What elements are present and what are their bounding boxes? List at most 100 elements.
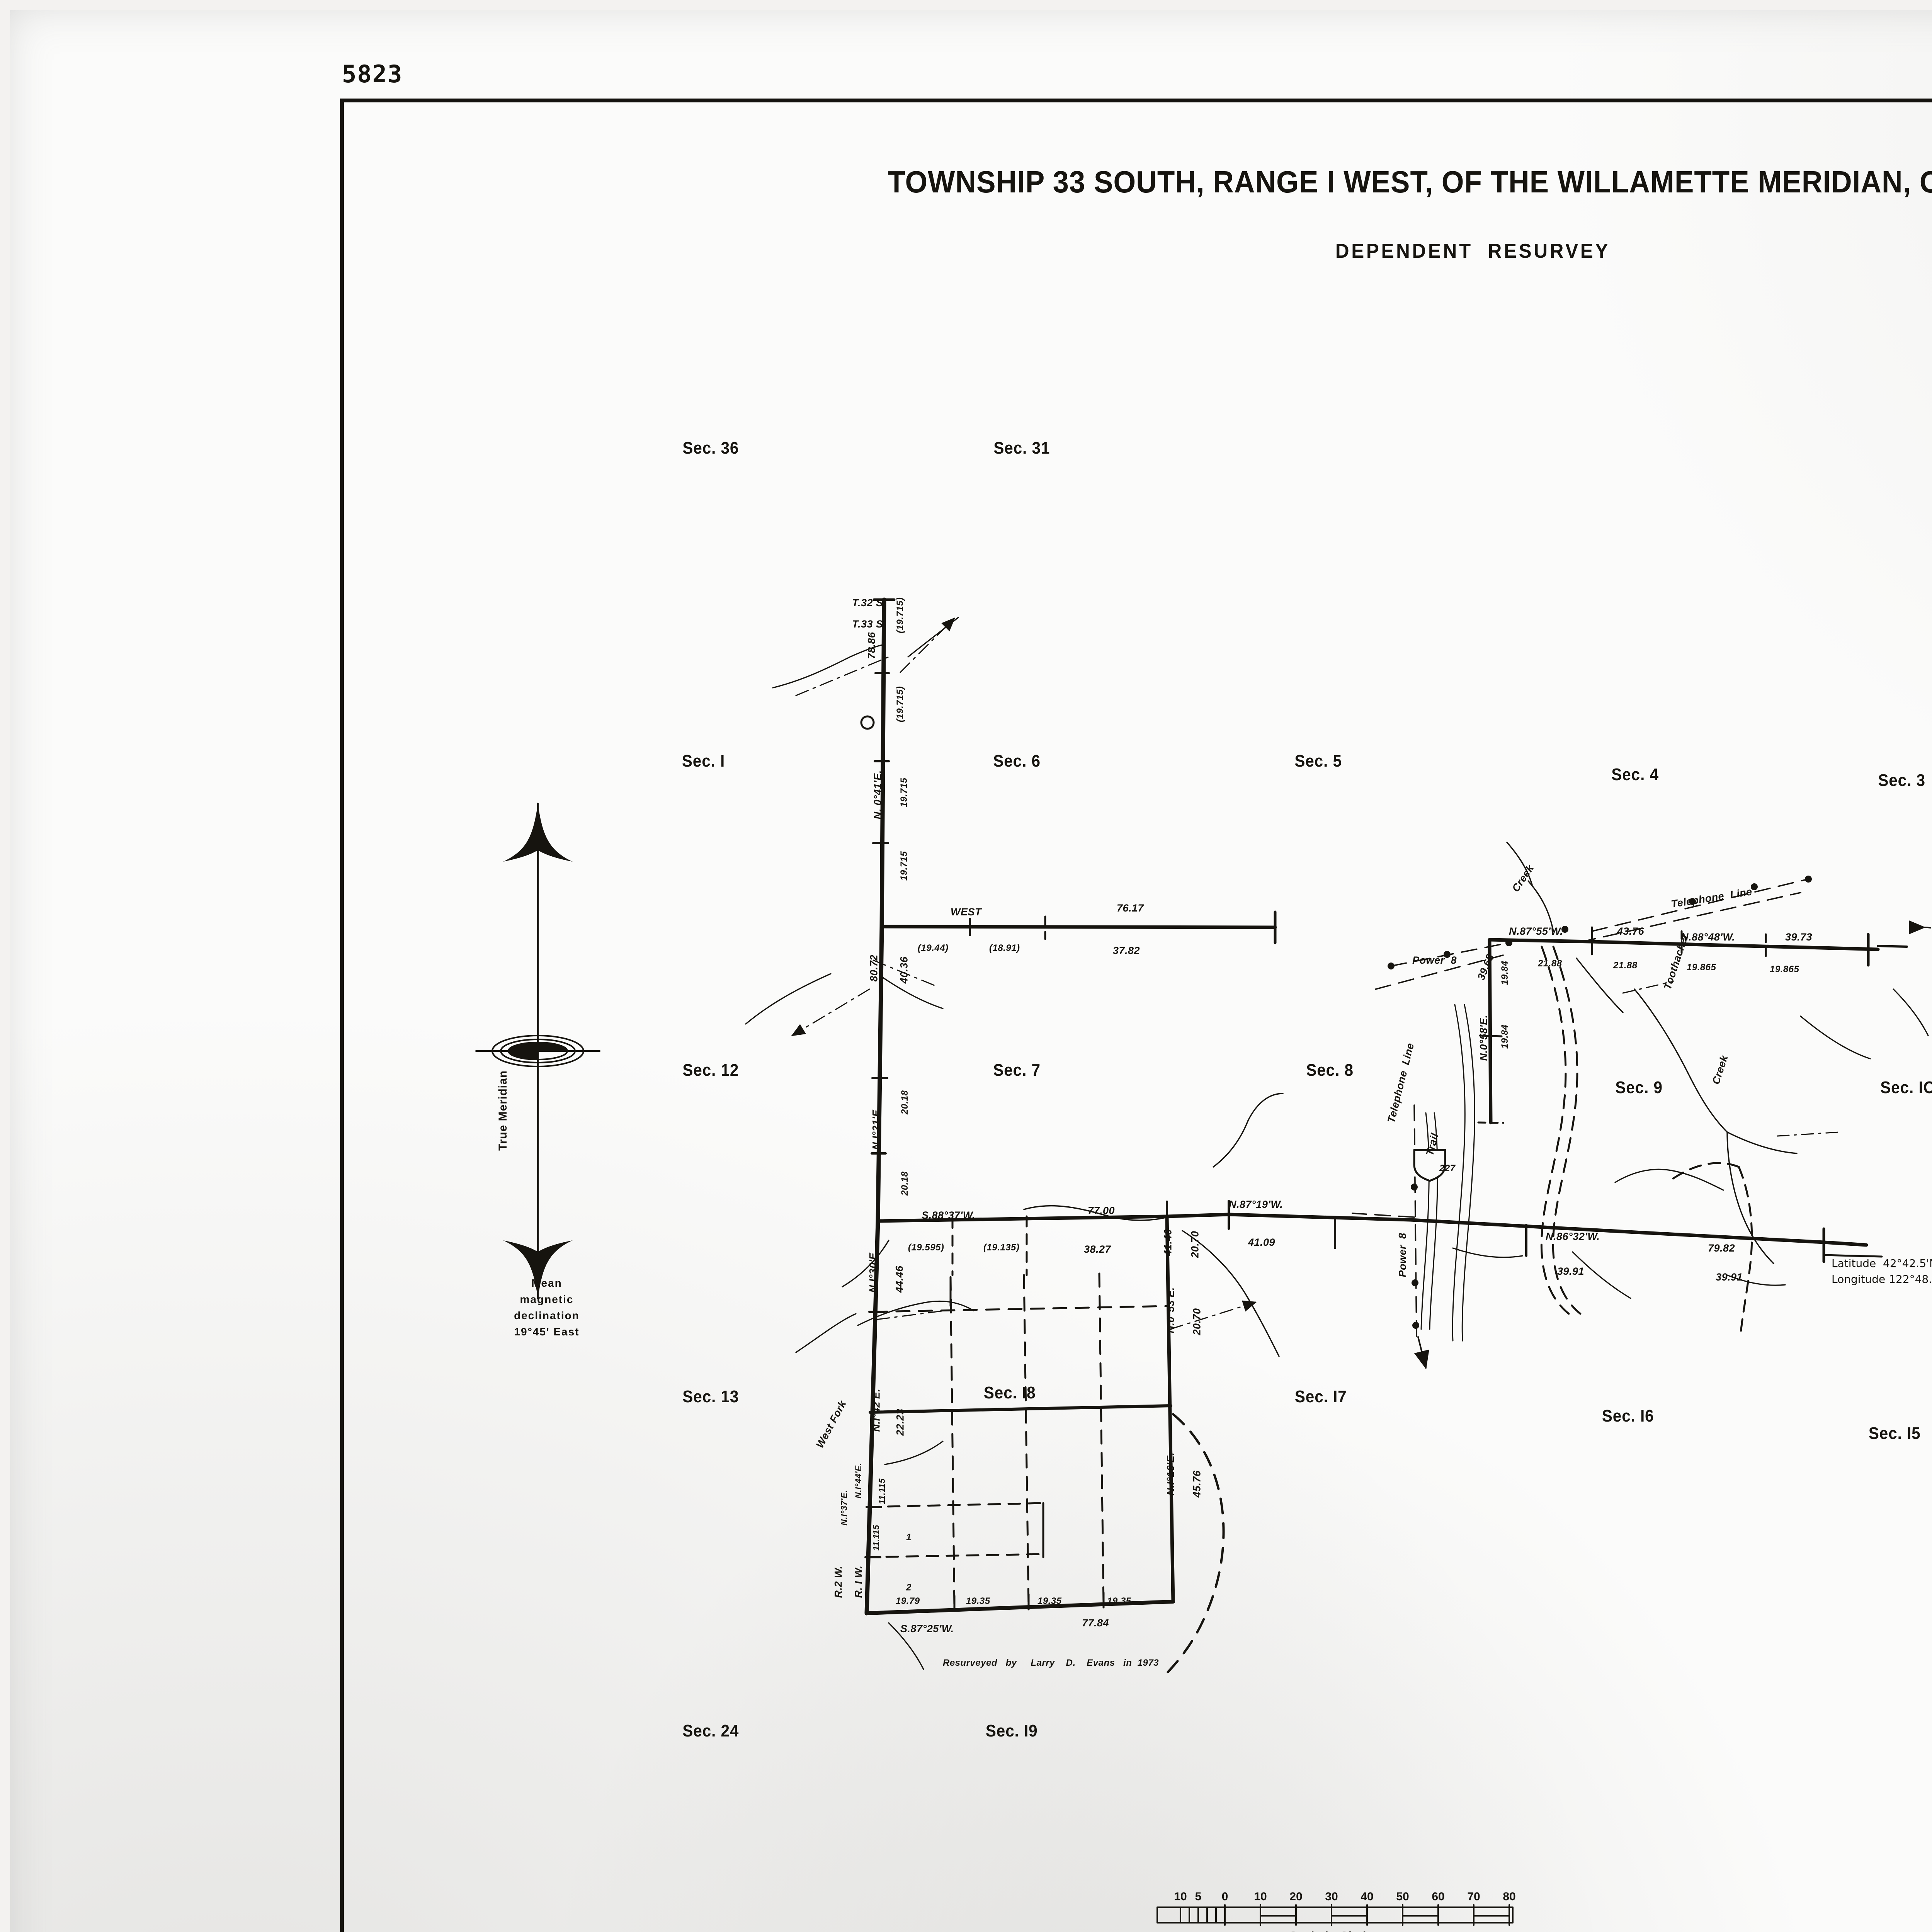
map-annotation: 38.27 <box>1084 1243 1111 1255</box>
scale-tick-label: 5 <box>1195 1890 1202 1903</box>
map-annotation: 20.18 <box>900 1171 910 1196</box>
map-annotation: 43.76 <box>1617 925 1645 937</box>
map-annotation: 2 <box>906 1582 912 1593</box>
section-label: Sec. I8 <box>983 1383 1036 1402</box>
section-label: Sec. I7 <box>1294 1387 1347 1406</box>
map-annotation: Power 8 <box>1412 954 1457 966</box>
page-title: TOWNSHIP 33 SOUTH, RANGE I WEST, OF THE … <box>888 165 1932 199</box>
map-annotation: 11.115 <box>871 1524 881 1551</box>
map-annotation: 77.84 <box>1082 1617 1109 1629</box>
accession-number: 5823 <box>342 60 403 88</box>
section-label: Sec. I <box>682 752 725 770</box>
map-annotation: S.88°37'W. <box>922 1209 975 1221</box>
section-label: Sec. 31 <box>993 439 1050 457</box>
map-annotation: N.0°58'E. <box>1478 1015 1490 1061</box>
latitude-value: Latitude 42°42.5'N. <box>1832 1257 1932 1270</box>
map-annotation: 80.72 <box>868 954 880 982</box>
map-annotation: 19.35 <box>966 1596 990 1606</box>
scale-tick-label: 80 <box>1503 1890 1516 1903</box>
scale-tick-label: 70 <box>1467 1890 1480 1903</box>
scale-caption: Scale in Chains <box>1157 1930 1513 1932</box>
map-annotation: N.0°53'E. <box>1165 1287 1177 1333</box>
map-annotation: 79.82 <box>1708 1242 1735 1254</box>
map-annotation: 1 <box>906 1532 912 1543</box>
map-annotation: N.I°42'E. <box>870 1388 882 1432</box>
map-annotation: 21.88 <box>1613 960 1638 971</box>
true-meridian-label: True Meridian <box>497 1070 509 1151</box>
map-annotation: N.I°21'E. <box>870 1106 882 1150</box>
map-annotation: 19.865 <box>1687 962 1716 973</box>
map-annotation: 76.17 <box>1117 902 1144 914</box>
map-annotation: 41.40 <box>1162 1229 1174 1256</box>
map-annotation: 39.73 <box>1785 931 1813 943</box>
map-annotation: 19.35 <box>1107 1596 1131 1606</box>
map-annotation: (19.715) <box>895 686 905 722</box>
section-label: Sec. I9 <box>985 1721 1038 1740</box>
map-annotation: 20.18 <box>900 1090 910 1114</box>
map-annotation: (18.91) <box>989 943 1020 953</box>
section-label: Sec. 12 <box>682 1061 739 1080</box>
section-label: Sec. 13 <box>682 1387 739 1406</box>
plat-border <box>340 99 1932 1932</box>
declination-line-3: declination <box>514 1310 580 1321</box>
map-annotation: 77.00 <box>1088 1205 1115 1216</box>
declination-line-1: Mean <box>531 1277 562 1289</box>
scale-tick-label: 50 <box>1396 1890 1409 1903</box>
map-annotation: 37.82 <box>1113 945 1140 956</box>
map-annotation: T.33 S. <box>852 618 886 630</box>
map-annotation: WEST <box>951 906 981 918</box>
declination-line-2: magnetic <box>520 1293 574 1305</box>
map-annotation: 227 <box>1439 1163 1456 1173</box>
map-annotation: 19.84 <box>1500 961 1510 985</box>
section-label: Sec. 6 <box>993 752 1041 770</box>
map-annotation: N.87°55'W. <box>1509 925 1563 937</box>
map-annotation: (19.135) <box>983 1242 1020 1253</box>
section-label: Sec. 5 <box>1294 752 1342 770</box>
section-label: Sec. 3 <box>1878 771 1925 790</box>
scale-tick-label: 30 <box>1325 1890 1338 1903</box>
map-annotation: Power 8 <box>1396 1233 1408 1277</box>
section-label: Sec. I5 <box>1868 1424 1921 1443</box>
scale-tick-label: 10 <box>1254 1890 1267 1903</box>
magnetic-declination-label: Mean magnetic declination 19°45' East <box>456 1275 638 1340</box>
map-annotation: N.I°37'E. <box>839 1490 849 1526</box>
map-annotation: N. 0°41'E. <box>872 770 884 820</box>
map-annotation: S.87°25'W. <box>900 1623 954 1634</box>
map-annotation: 39.91 <box>1716 1271 1743 1283</box>
map-annotation: 19.79 <box>896 1596 920 1606</box>
map-annotation: 39.91 <box>1557 1265 1585 1277</box>
scale-tick-label: 10 <box>1174 1890 1187 1903</box>
map-annotation: 78.86 <box>866 632 878 659</box>
map-annotation: N.I°16'E. <box>1165 1452 1177 1496</box>
section-label: Sec. I6 <box>1602 1406 1654 1425</box>
map-annotation: N.87°19'W. <box>1229 1199 1283 1210</box>
scale-tick-label: 0 <box>1221 1890 1228 1903</box>
map-annotation: 22.23 <box>894 1408 906 1436</box>
declination-line-4: 19°45' East <box>514 1326 580 1338</box>
map-annotation: (19.44) <box>918 943 949 953</box>
map-annotation: 41.09 <box>1248 1236 1276 1248</box>
section-label: Sec. 24 <box>682 1721 739 1740</box>
map-annotation: R. I W. <box>852 1565 864 1598</box>
map-annotation: 19.865 <box>1770 964 1799 975</box>
map-annotation: N.I°30'E. <box>867 1249 879 1293</box>
map-annotation: 19.35 <box>1037 1596 1062 1606</box>
map-annotation: 19.715 <box>899 777 909 807</box>
map-annotation: N.I°44'E. <box>854 1463 863 1498</box>
map-annotation: 20.70 <box>1189 1231 1201 1258</box>
scale-tick-label: 40 <box>1361 1890 1374 1903</box>
section-label: Sec. 9 <box>1615 1078 1663 1097</box>
map-annotation: 11.115 <box>877 1478 887 1504</box>
map-annotation: 21.88 <box>1538 958 1562 969</box>
map-annotation: (19.715) <box>895 597 905 633</box>
coordinate-callout: Latitude 42°42.5'N. Longitude 122°48.9'W… <box>1832 1256 1932 1287</box>
section-label: Sec. IO <box>1880 1078 1932 1097</box>
page-subtitle: DEPENDENT RESURVEY <box>1335 240 1611 262</box>
section-label: Sec. 36 <box>682 439 739 457</box>
map-annotation: (19.595) <box>908 1242 944 1253</box>
section-label: Sec. 7 <box>993 1061 1041 1080</box>
longitude-value: Longitude 122°48.9'W. <box>1832 1272 1932 1286</box>
